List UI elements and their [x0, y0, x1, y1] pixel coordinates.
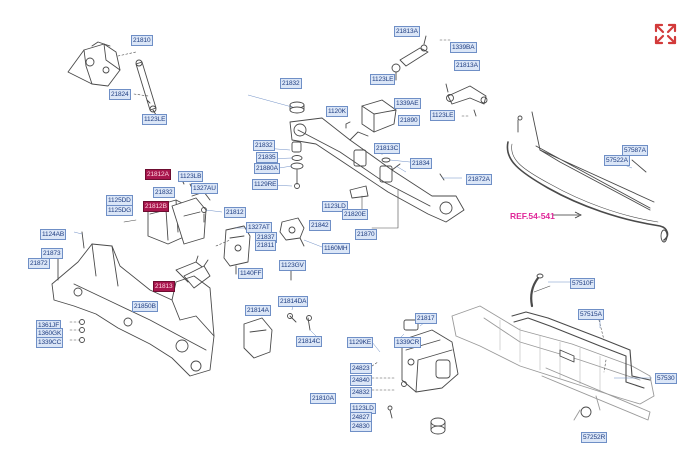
part-label-1123LE-b[interactable]: 1123LE [430, 110, 456, 121]
part-label-21873[interactable]: 21873 [41, 248, 63, 259]
part-label-21814C[interactable]: 21814C [296, 336, 323, 347]
part-label-21814A[interactable]: 21814A [245, 305, 271, 316]
part-label-1129KE[interactable]: 1129KE [347, 337, 374, 348]
part-label-1140FF[interactable]: 1140FF [238, 268, 264, 279]
part-label-21834[interactable]: 21834 [410, 158, 432, 169]
part-label-1123GV[interactable]: 1123GV [279, 260, 306, 271]
part-label-24823[interactable]: 24823 [350, 363, 372, 374]
part-label-21811[interactable]: 21811 [255, 240, 277, 251]
part-label-21812B-highlighted[interactable]: 21812B [143, 201, 169, 212]
part-label-57510F[interactable]: 57510F [570, 278, 596, 289]
part-label-21813C[interactable]: 21813C [374, 143, 401, 154]
part-label-21824[interactable]: 21824 [109, 89, 131, 100]
part-label-1339BA[interactable]: 1339BA [450, 42, 477, 53]
part-label-24840[interactable]: 24840 [350, 375, 372, 386]
part-label-1129RE[interactable]: 1129RE [252, 179, 279, 190]
part-label-57587A[interactable]: 57587A [622, 145, 648, 156]
part-label-1327AU[interactable]: 1327AU [191, 183, 218, 194]
part-label-21812A-highlighted[interactable]: 21812A [145, 169, 171, 180]
part-label-21880A[interactable]: 21880A [254, 163, 280, 174]
part-label-21890[interactable]: 21890 [398, 115, 420, 126]
part-label-57530[interactable]: 57530 [655, 373, 677, 384]
part-label-1339CR[interactable]: 1339CR [394, 337, 422, 348]
part-label-21850B[interactable]: 21850B [132, 301, 158, 312]
part-label-21842[interactable]: 21842 [309, 220, 331, 231]
part-label-1123LB[interactable]: 1123LB [178, 171, 204, 182]
part-label-21813A-b[interactable]: 21813A [454, 60, 480, 71]
part-label-1123LD[interactable]: 1123LD [322, 201, 348, 212]
part-label-1124AB[interactable]: 1124AB [40, 229, 67, 240]
part-label-21832-b[interactable]: 21832 [253, 140, 275, 151]
part-label-1160MH[interactable]: 1160MH [322, 243, 350, 254]
part-label-1339AE[interactable]: 1339AE [394, 98, 421, 109]
part-label-21832[interactable]: 21832 [280, 78, 302, 89]
part-label-1123LE[interactable]: 1123LE [370, 74, 396, 85]
part-label-1120K[interactable]: 1120K [326, 106, 348, 117]
part-label-21820E[interactable]: 21820E [342, 209, 368, 220]
part-label-21872A[interactable]: 21872A [466, 174, 492, 185]
part-label-21813A[interactable]: 21813A [394, 26, 420, 37]
part-label-24830[interactable]: 24830 [350, 421, 372, 432]
part-label-21813-highlighted[interactable]: 21813 [153, 281, 175, 292]
part-label-24832[interactable]: 24832 [350, 387, 372, 398]
part-label-1339CC[interactable]: 1339CC [36, 337, 64, 348]
part-label-21835[interactable]: 21835 [256, 152, 278, 163]
part-label-21817[interactable]: 21817 [415, 313, 437, 324]
reference-arrow [553, 211, 582, 219]
part-label-21872[interactable]: 21872 [28, 258, 50, 269]
part-label-57515A[interactable]: 57515A [578, 309, 604, 320]
part-label-21810[interactable]: 21810 [131, 35, 153, 46]
part-label-1125DG[interactable]: 1125DG [106, 205, 134, 216]
part-label-21870[interactable]: 21870 [355, 229, 377, 240]
part-label-57252R[interactable]: 57252R [581, 432, 608, 443]
part-label-21814DA[interactable]: 21814DA [278, 296, 309, 307]
part-label-21810A[interactable]: 21810A [310, 393, 336, 404]
part-label-21832-c[interactable]: 21832 [153, 187, 175, 198]
expand-arrows-icon[interactable] [653, 22, 678, 46]
part-label-57522A[interactable]: 57522A [604, 155, 630, 166]
reference-link[interactable]: REF.54-541 [510, 211, 555, 221]
part-label-1123LC[interactable]: 1123LE [142, 114, 168, 125]
part-label-21812[interactable]: 21812 [224, 207, 246, 218]
